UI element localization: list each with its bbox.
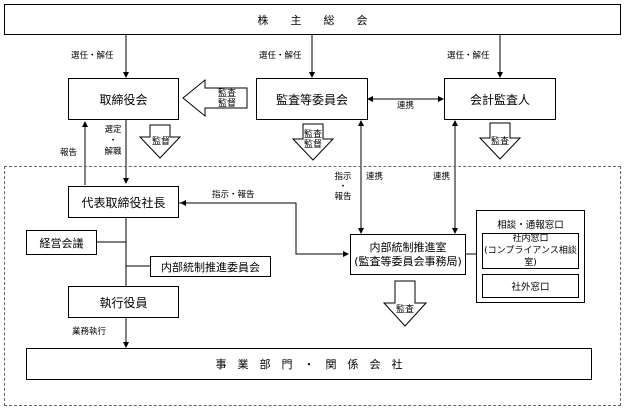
label-business-execution: 業務執行 xyxy=(72,327,107,337)
consultation-desk-title: 相談・通報窓口 xyxy=(497,220,564,231)
internal-desk-sublabel: (コンプライアンス相談室) xyxy=(484,246,577,268)
label-instruction-v1: 指示 xyxy=(334,172,352,182)
audit-committee-box: 監査等委員会 xyxy=(256,78,368,120)
audit-supervision-left-text-1: 監査 xyxy=(217,89,236,99)
label-report-to-board: 報告 xyxy=(60,148,78,158)
label-cooperation-committee-auditor: 連携 xyxy=(397,101,415,111)
internal-control-committee-label: 内部統制推進委員会 xyxy=(161,260,260,274)
accounting-auditor-label: 会計監査人 xyxy=(469,92,530,107)
label-instruction-v2: 報告 xyxy=(334,192,352,202)
label-cooperation-auditor-office: 連携 xyxy=(433,172,451,182)
supervision-down-text: 監督 xyxy=(151,137,170,147)
label-select-dot: ・ xyxy=(108,136,118,146)
accounting-auditor-box: 会計監査人 xyxy=(444,78,556,120)
board-of-directors-box: 取締役会 xyxy=(68,78,179,120)
label-instruction-v-dot: ・ xyxy=(338,182,348,192)
label-appoint-dismiss-auditor: 選任・解任 xyxy=(447,51,490,61)
external-desk-box: 社外窓口 xyxy=(482,274,579,298)
label-select: 選定 xyxy=(104,125,122,135)
internal-control-committee-box: 内部統制推進委員会 xyxy=(150,256,271,277)
audit-office-down-text: 監査 xyxy=(395,305,414,315)
board-of-directors-label: 取締役会 xyxy=(99,92,148,107)
internal-desk-box: 社内窓口 (コンプライアンス相談室) xyxy=(482,233,579,269)
audit-supervision-down-text-1: 監査 xyxy=(303,130,322,140)
label-appoint-dismiss-audit: 選任・解任 xyxy=(259,51,302,61)
label-cooperation-committee-office: 連携 xyxy=(366,172,384,182)
executive-officers-label: 執行役員 xyxy=(99,295,148,310)
external-desk-label: 社外窓口 xyxy=(511,282,550,293)
management-council-box: 経営会議 xyxy=(26,230,97,255)
label-appoint-dismiss-board: 選任・解任 xyxy=(71,51,114,61)
audit-committee-label: 監査等委員会 xyxy=(275,92,348,107)
business-units-label: 事 業 部 門 ・ 関 係 会 社 xyxy=(215,358,403,371)
label-dismiss: 解職 xyxy=(104,147,122,157)
audit-accounting-down-text: 監査 xyxy=(490,137,509,147)
consultation-desk-box: 相談・通報窓口 社内窓口 (コンプライアンス相談室) 社外窓口 xyxy=(476,210,585,303)
internal-control-office-label: 内部統制推進室 xyxy=(369,240,447,254)
audit-office-down-arrow xyxy=(382,280,428,327)
audit-supervision-down-arrow xyxy=(291,123,335,161)
internal-desk-label: 社内窓口 xyxy=(512,234,549,244)
supervision-down-arrow xyxy=(138,124,182,159)
audit-supervision-left-text-2: 監督 xyxy=(217,99,236,109)
shareholders-meeting-label: 株 主 総 会 xyxy=(257,13,368,27)
internal-control-office-box: 内部統制推進室 (監査等委員会事務局) xyxy=(350,234,466,275)
audit-supervision-down-text-2: 監督 xyxy=(303,140,322,150)
shareholders-meeting-box: 株 主 総 会 xyxy=(4,4,621,35)
business-units-box: 事 業 部 門 ・ 関 係 会 社 xyxy=(26,348,592,380)
president-label: 代表取締役社長 xyxy=(81,195,166,210)
management-council-label: 経営会議 xyxy=(39,236,84,250)
president-box: 代表取締役社長 xyxy=(68,186,179,218)
label-instruction-report: 指示・報告 xyxy=(212,190,255,200)
executive-officers-box: 執行役員 xyxy=(68,286,179,318)
audit-accounting-down-arrow xyxy=(478,122,522,160)
internal-control-office-sublabel: (監査等委員会事務局) xyxy=(354,254,462,268)
company-scope-border xyxy=(4,166,621,406)
audit-supervision-left-arrow xyxy=(182,78,248,118)
